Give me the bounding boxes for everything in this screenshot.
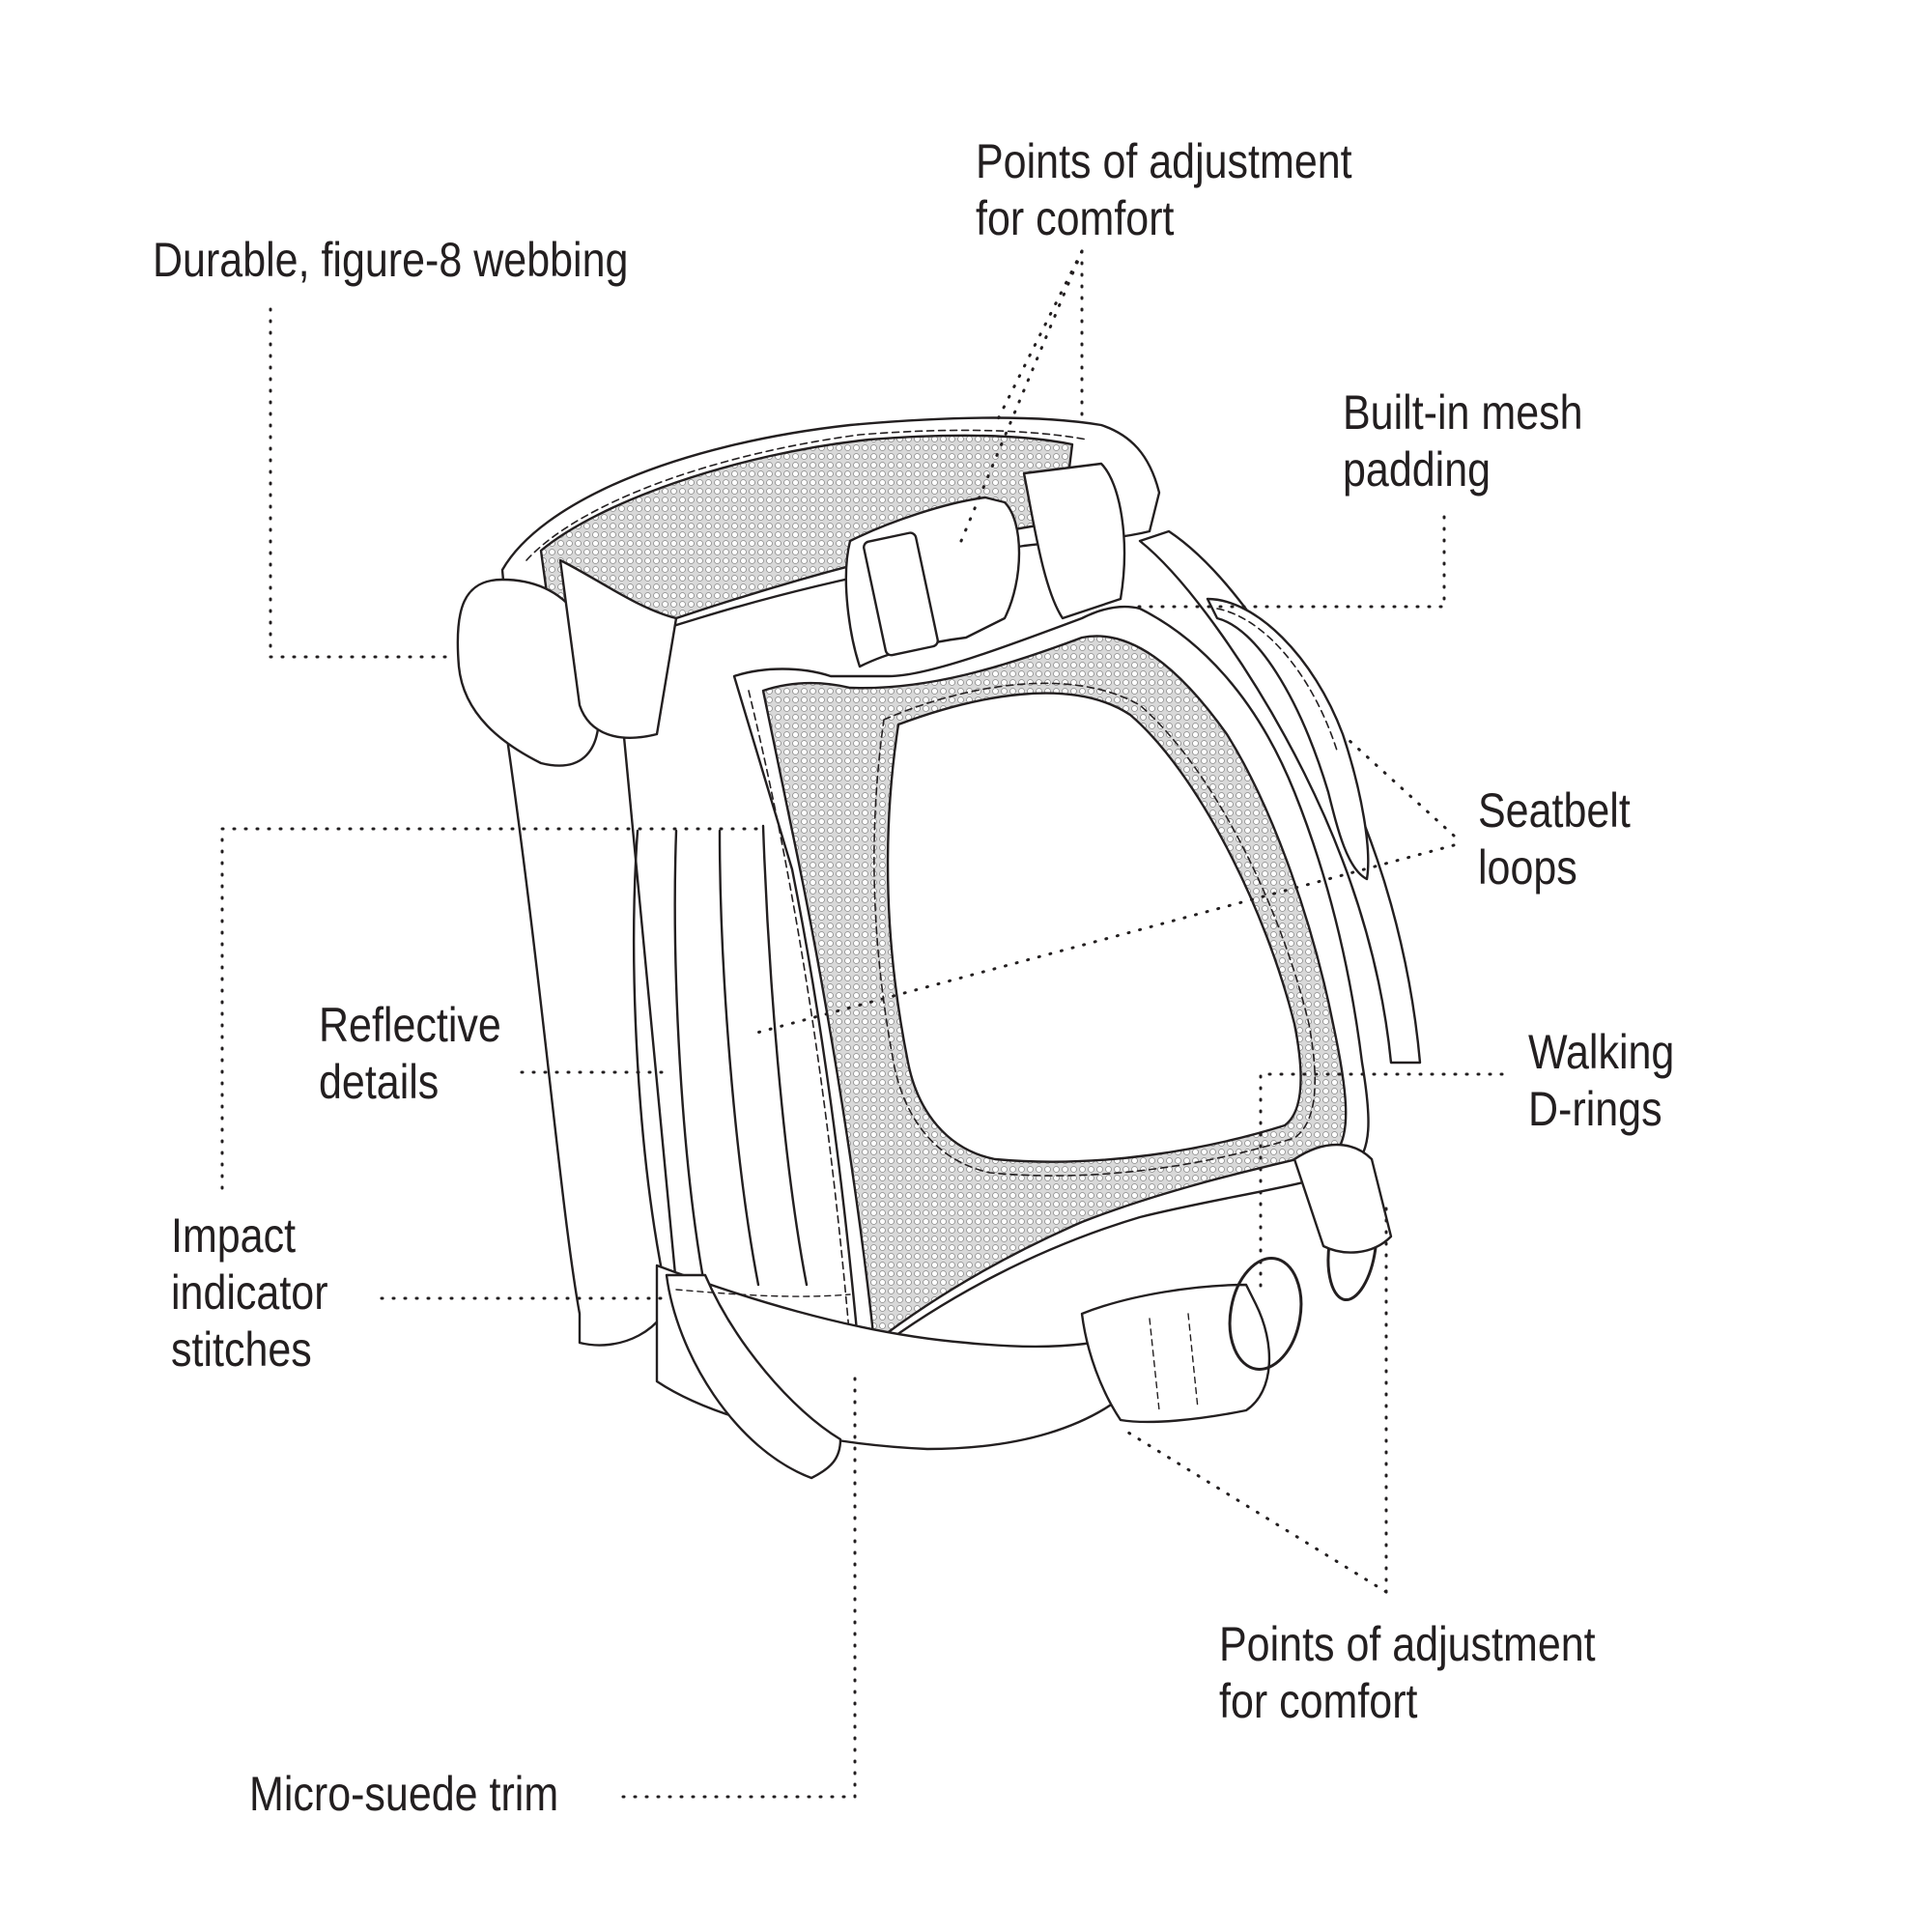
callout-mesh-line2: padding: [1343, 442, 1492, 497]
torso-strap-rear: [500, 671, 678, 1347]
seatbelt-loop: [1206, 597, 1370, 881]
belly-band-left-loop: [665, 1273, 842, 1480]
chest-window: [886, 692, 1302, 1163]
leader-webbing: [269, 307, 456, 659]
callout-impact-line2: indicator: [171, 1265, 328, 1320]
callout-reflective: Reflective details: [319, 997, 501, 1111]
leader-adjust-bottom-a: [1119, 1426, 1388, 1594]
neck-loop-stitch: [526, 429, 1088, 561]
torso-strap-stripe: [673, 829, 707, 1292]
callout-dring-line2: D-rings: [1528, 1082, 1662, 1136]
torso-strap-stripe: [761, 824, 809, 1287]
callout-suede-line1: Micro-suede trim: [249, 1767, 559, 1821]
leader-dring: [1259, 1072, 1504, 1296]
callout-dring: Walking D-rings: [1528, 1024, 1674, 1138]
bottom-buckle-stitch: [1149, 1313, 1199, 1411]
callout-seatbelt-line2: loops: [1478, 840, 1577, 895]
callout-mesh: Built-in mesh padding: [1343, 384, 1583, 498]
callout-seatbelt-line1: Seatbelt: [1478, 783, 1631, 838]
callout-suede: Micro-suede trim: [249, 1766, 558, 1823]
callout-impact-line1: Impact: [171, 1208, 297, 1263]
belly-band-trim: [675, 1289, 851, 1297]
callout-webbing-line1: Durable, figure-8 webbing: [153, 233, 629, 287]
callout-reflective-line1: Reflective: [319, 998, 501, 1052]
callout-adjust-bottom: Points of adjustment for comfort: [1219, 1616, 1596, 1730]
d-ring-front: [1228, 1257, 1303, 1371]
top-buckle-slot: [863, 531, 939, 657]
leader-adjust-top-a: [993, 249, 1084, 427]
callout-adjust-top-line1: Points of adjustment: [976, 134, 1352, 188]
leader-impact-a: [220, 827, 765, 1190]
callout-impact: Impact indicator stitches: [171, 1208, 328, 1378]
callout-dring-line1: Walking: [1528, 1025, 1675, 1079]
leader-seatbelt-b: [752, 843, 1456, 1036]
torso-strap-stripe: [718, 829, 760, 1287]
top-buckle-latch: [1022, 462, 1126, 620]
callout-impact-line3: stitches: [171, 1322, 312, 1377]
bottom-buckle-body: [1080, 1283, 1271, 1424]
leader-seatbelt-a: [1346, 737, 1456, 838]
torso-strap-stripe: [633, 829, 668, 1296]
callout-seatbelt: Seatbelt loops: [1478, 782, 1631, 896]
seatbelt-loop-stitch: [1216, 608, 1339, 754]
callout-webbing: Durable, figure-8 webbing: [153, 232, 628, 289]
left-shoulder-crossbar: [558, 558, 678, 739]
chest-plate-stitch: [748, 690, 851, 1344]
d-ring-tab: [1293, 1143, 1393, 1254]
leader-suede: [621, 1375, 857, 1799]
chest-window-trim: [873, 682, 1317, 1177]
callout-adjust-top: Points of adjustment for comfort: [976, 133, 1352, 247]
callout-reflective-line2: details: [319, 1055, 440, 1109]
callout-adjust-bottom-line2: for comfort: [1219, 1674, 1418, 1728]
callout-adjust-top-line2: for comfort: [976, 191, 1175, 245]
callout-adjust-bottom-line1: Points of adjustment: [1219, 1617, 1596, 1671]
callout-mesh-line1: Built-in mesh: [1343, 385, 1583, 440]
